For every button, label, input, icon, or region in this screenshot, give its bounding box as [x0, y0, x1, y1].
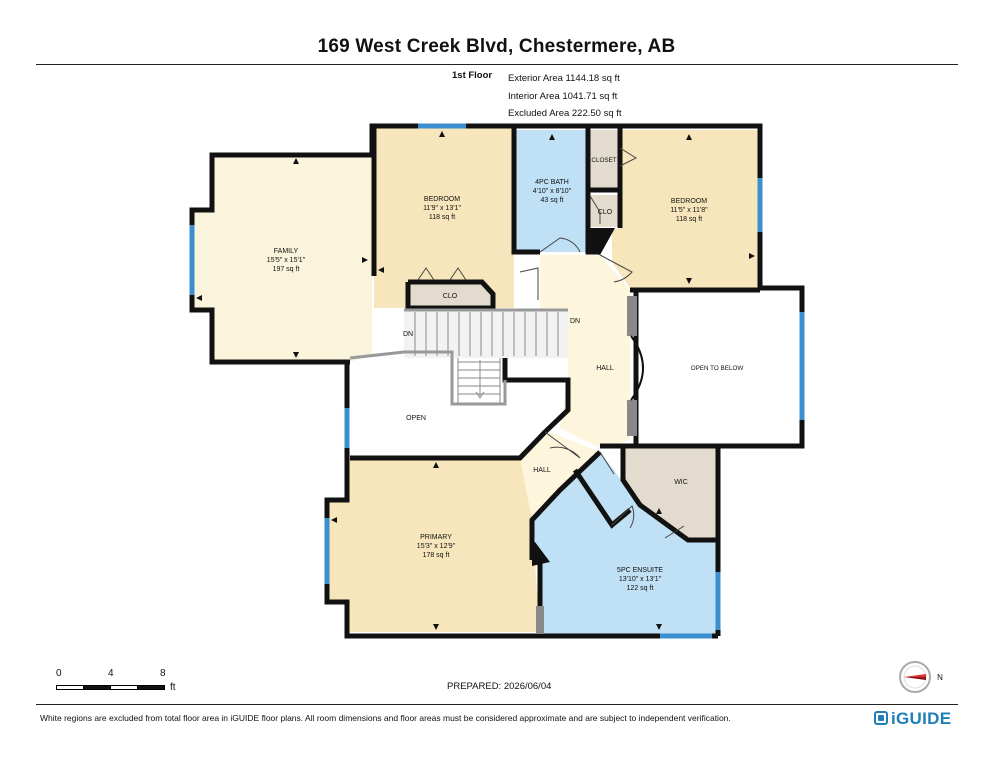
stairs-area — [404, 310, 568, 358]
family-area: 197 sq ft — [273, 266, 300, 273]
interior-area: Interior Area 1041.71 sq ft — [508, 90, 618, 102]
wic-label: WIC — [674, 479, 688, 486]
scale-eight: 8 — [160, 668, 166, 679]
ensuite-dims: 13'10" x 13'1" — [619, 576, 662, 583]
area-summary: Exterior Area 1144.18 sq ft Interior Are… — [508, 70, 622, 123]
dn-right-label: DN — [570, 318, 580, 325]
bedroom-left-area: 118 sq ft — [429, 214, 455, 221]
bath-dims: 4'10" x 8'10" — [533, 188, 572, 195]
brand-text: iGUIDE — [891, 709, 952, 728]
hall-lower-label: HALL — [533, 467, 551, 474]
primary-room — [327, 458, 540, 632]
wic-room — [623, 446, 718, 540]
scale-segment-2 — [83, 685, 111, 690]
windows — [189, 123, 805, 639]
ensuite-area: 122 sq ft — [627, 585, 654, 592]
family-room — [192, 155, 372, 362]
closet-top — [590, 130, 620, 188]
wall-corner-bath — [588, 228, 615, 255]
primary-label: PRIMARY — [420, 534, 452, 541]
bedroom-left — [374, 128, 514, 308]
curved-wall — [630, 335, 644, 401]
bedroom-left-label: BEDROOM — [424, 196, 460, 203]
scale-zero: 0 — [56, 668, 62, 679]
clo-small-label: CLO — [598, 209, 613, 216]
hall-lower — [520, 432, 600, 520]
scale-bar: 0 4 8 ft — [52, 668, 192, 698]
stair-railing — [349, 308, 568, 406]
scale-segment-3 — [110, 685, 138, 690]
family-dims: 15'5" x 15'1" — [267, 257, 306, 264]
hall-main — [540, 255, 630, 448]
bedroom-left-dims: 11'9" x 13'1" — [423, 205, 461, 212]
bath-room — [516, 130, 588, 252]
stair-treads — [414, 312, 559, 404]
ensuite-label: 5PC ENSUITE — [617, 567, 663, 574]
hall-main-label: HALL — [596, 365, 614, 372]
dimension-markers — [196, 131, 755, 630]
floor-label: 1st Floor — [452, 70, 493, 81]
bedroom-right — [612, 130, 760, 288]
compass-label: N — [937, 673, 943, 682]
door-swings — [417, 147, 685, 539]
scale-segment-1 — [56, 685, 84, 690]
page-title: 169 West Creek Blvd, Chestermere, AB — [317, 36, 676, 57]
open-to-below-label: OPEN TO BELOW — [691, 365, 744, 372]
compass-icon: N — [899, 661, 943, 693]
scale-segment-4 — [137, 685, 165, 690]
clo-small — [590, 195, 620, 227]
primary-area: 178 sq ft — [423, 552, 450, 559]
wall-corner-primary — [532, 538, 550, 566]
ensuite-room — [532, 452, 718, 636]
family-label: FAMILY — [274, 248, 299, 255]
footer-divider — [36, 704, 958, 705]
scale-four: 4 — [108, 668, 114, 679]
bedroom-right-dims: 11'5" x 11'8" — [670, 207, 708, 214]
brand-icon — [874, 711, 888, 725]
prepared-date: PREPARED: 2026/06/04 — [447, 681, 552, 692]
bedroom-closet — [408, 282, 493, 308]
header-divider — [36, 64, 958, 65]
closet-label: CLOSET — [591, 157, 616, 164]
bedroom-right-area: 118 sq ft — [676, 216, 702, 223]
bath-area: 43 sq ft — [541, 197, 564, 204]
scale-unit: ft — [170, 682, 176, 693]
door-jambs — [536, 296, 637, 634]
bath-label: 4PC BATH — [535, 179, 569, 186]
clo-bedroom-label: CLO — [443, 293, 458, 300]
excluded-area: Excluded Area 222.50 sq ft — [508, 108, 622, 119]
brand-logo: iGUIDE — [874, 709, 951, 729]
primary-dims: 15'3" x 12'9" — [417, 543, 456, 550]
open-label: OPEN — [406, 415, 426, 422]
bedroom-right-label: BEDROOM — [671, 198, 707, 205]
footer-disclaimer: White regions are excluded from total fl… — [40, 713, 731, 723]
exterior-area: Exterior Area 1144.18 sq ft — [508, 73, 620, 84]
dn-left-label: DN — [403, 331, 413, 338]
